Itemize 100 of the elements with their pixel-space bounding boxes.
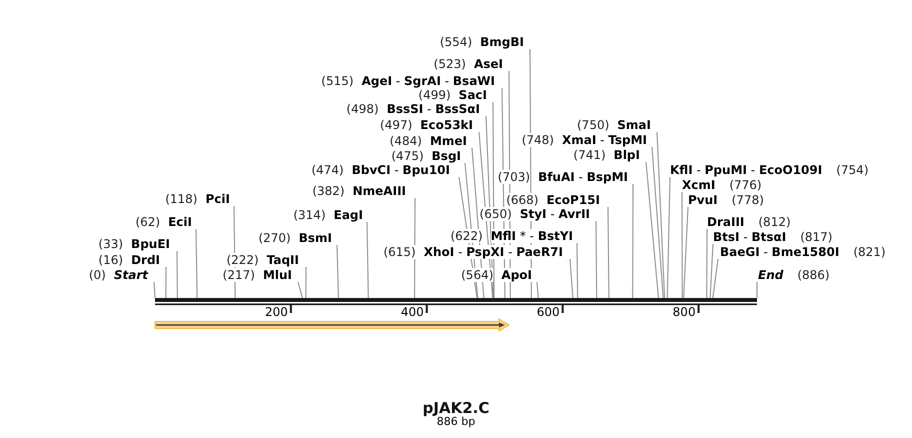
cut-site-position: (741) (573, 148, 606, 162)
cut-site-position: (16) (98, 253, 124, 267)
cut-site-position: (812) (758, 215, 791, 229)
enzyme-name: BpuEI (131, 237, 170, 251)
sequence-start-label: Start (114, 268, 148, 282)
enzyme-name: BfuAI - BspMI (538, 170, 628, 184)
enzyme-name: SmaI (617, 118, 651, 132)
cut-site-position: (475) (391, 149, 424, 163)
enzyme-name: ApoI (501, 268, 532, 282)
leader-line (298, 282, 303, 298)
tick-label: 200 (265, 305, 288, 319)
cut-site-position: (118) (165, 192, 198, 206)
enzyme-name: PciI (206, 192, 230, 206)
leader-line (366, 222, 369, 298)
leader-line (712, 258, 718, 298)
enzyme-name: EcoP15I (546, 193, 600, 207)
leader-line (576, 242, 578, 298)
leader-line (336, 244, 339, 298)
cut-site-position: (523) (434, 57, 466, 71)
cut-site-position: (748) (522, 133, 554, 147)
cut-site-position: (499) (418, 88, 451, 102)
tick-label: 400 (400, 305, 424, 319)
enzyme-name: EagI (334, 208, 363, 222)
cut-site-position: (484) (390, 134, 422, 148)
cut-site-position: (554) (440, 35, 472, 49)
leader-line (710, 244, 714, 298)
cut-site-position: (703) (498, 170, 530, 184)
tick-label: 800 (672, 305, 696, 319)
leader-line (596, 220, 598, 298)
cut-site-position: (754) (836, 163, 869, 177)
leader-line (176, 250, 178, 298)
sequence-end-label: End (758, 268, 784, 282)
cut-site-position: (33) (98, 237, 124, 251)
leader-line (756, 282, 758, 298)
enzyme-name: SacI (458, 88, 487, 102)
enzyme-name: Eco53kI (420, 118, 473, 132)
enzyme-name: MluI (262, 268, 292, 282)
enzyme-name: BlpI (614, 148, 640, 162)
leader-line (305, 266, 306, 298)
cut-site-position: (62) (135, 215, 160, 229)
cut-site-position: (750) (577, 118, 610, 132)
leader-line (165, 266, 166, 298)
leader-line (683, 206, 688, 298)
cut-site-position: (668) (506, 193, 538, 207)
enzyme-name: PvuI (688, 193, 718, 207)
enzyme-name: XmaI - TspMI (562, 133, 647, 147)
enzyme-name: BsgI (432, 149, 461, 163)
enzyme-name: BbvCI - Bpu10I (352, 163, 450, 177)
cut-site-position: (564) (461, 268, 494, 282)
leader-line (652, 146, 664, 298)
cut-site-position: (776) (729, 178, 762, 192)
enzyme-name: StyI - AvrII (520, 207, 590, 221)
leader-line (706, 228, 708, 298)
enzyme-name: XcmI (682, 178, 716, 192)
leader-line (608, 206, 610, 298)
cut-site-position: (778) (732, 193, 764, 207)
enzyme-name: AseI (474, 57, 503, 71)
cut-site-position: (821) (853, 245, 886, 259)
enzyme-name: AgeI - SgrAI - BsaWI (362, 74, 495, 88)
enzyme-name: DrdI (131, 253, 160, 267)
cut-site-position: (314) (293, 208, 326, 222)
enzyme-name: MmeI (430, 134, 467, 148)
cut-site-position: (0) (88, 268, 106, 282)
cut-site-position: (498) (346, 102, 379, 116)
enzyme-name: NmeAIII (352, 184, 406, 198)
enzyme-name: TaqII (266, 253, 299, 267)
leader-line (646, 162, 659, 298)
leader-line (682, 192, 683, 298)
sequence-length: 886 bp (436, 415, 476, 429)
enzyme-name: KflI - PpuMI - EcoO109I (670, 163, 822, 177)
enzyme-name: BmgBI (480, 35, 524, 49)
leader-line (656, 132, 666, 298)
cut-site-position: (497) (380, 118, 412, 132)
leader-line (570, 258, 574, 298)
leader-line (632, 184, 634, 298)
cut-site-position: (474) (311, 163, 344, 177)
leader-line (196, 228, 198, 298)
cut-site-position: (650) (480, 207, 512, 221)
cut-site-position: (886) (797, 268, 830, 282)
cut-site-position: (817) (800, 230, 832, 244)
cut-site-position: (382) (312, 184, 345, 198)
enzyme-name: DraIII (707, 215, 744, 229)
tick-label: 600 (536, 305, 560, 319)
cut-site-position: (270) (258, 231, 291, 245)
enzyme-name: BsmI (298, 231, 332, 245)
enzyme-name: BaeGI - Bme1580I (720, 245, 840, 259)
leader-line (666, 176, 670, 298)
enzyme-name: XhoI - PspXI - PaeR7I (424, 245, 563, 259)
cut-site-position: (222) (226, 253, 259, 267)
cut-site-position: (615) (383, 245, 416, 259)
map-title: pJAK2.C (422, 399, 490, 417)
cut-site-position: (515) (321, 74, 354, 88)
leader-line (414, 198, 416, 298)
leader-line (154, 282, 156, 298)
enzyme-name: MflI* - BstYI (490, 229, 573, 243)
cut-site-position: (622) (450, 229, 483, 243)
leader-line (536, 282, 539, 298)
enzyme-name: EciI (168, 215, 192, 229)
enzyme-name: BssSI - BssSαI (386, 102, 480, 116)
enzyme-name: BtsI - BtsαI (713, 230, 786, 244)
